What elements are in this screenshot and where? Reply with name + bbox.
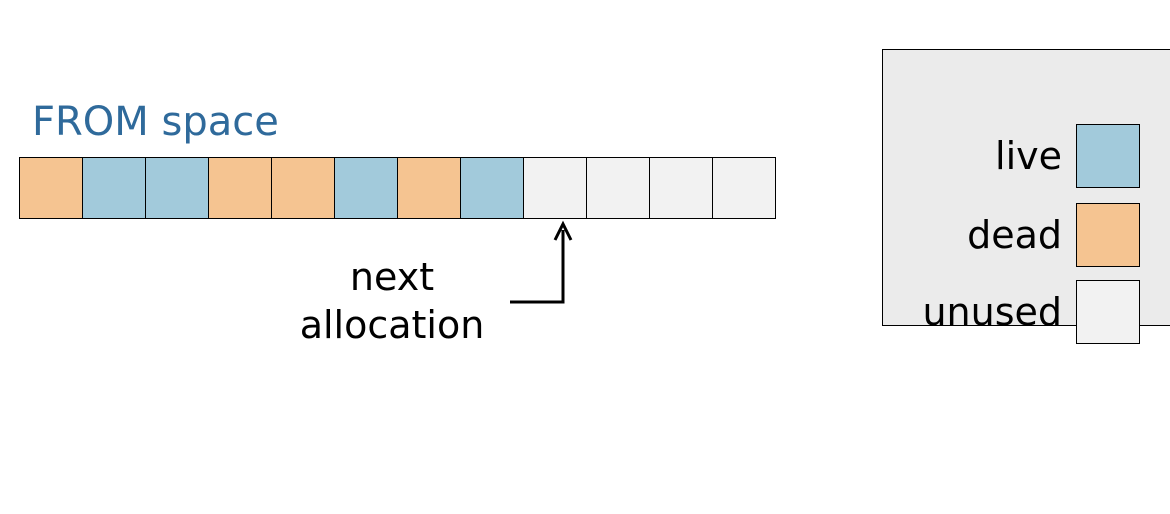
pointer-label-line1: next (349, 255, 435, 299)
legend-item-unused: unused (883, 280, 1140, 344)
from-space-title: FROM space (32, 99, 279, 145)
heap-cell-live (83, 157, 146, 219)
legend-label-unused: unused (922, 290, 1062, 334)
heap-cell-live (461, 157, 524, 219)
legend-item-live: live (883, 124, 1140, 188)
next-allocation-label: next allocation (292, 253, 492, 349)
legend-swatch-unused (1076, 280, 1140, 344)
heap-cell-dead (20, 157, 83, 219)
heap-cell-unused (713, 157, 776, 219)
heap-cell-dead (209, 157, 272, 219)
legend-box: live dead unused (882, 49, 1170, 344)
heap-cell-row (19, 157, 776, 219)
heap-cell-unused (524, 157, 587, 219)
heap-cell-dead (398, 157, 461, 219)
heap-cell-live (335, 157, 398, 219)
pointer-label-line2: allocation (299, 303, 485, 347)
heap-cell-unused (587, 157, 650, 219)
legend-swatch-live (1076, 124, 1140, 188)
heap-cell-live (146, 157, 209, 219)
legend-item-dead: dead (883, 203, 1140, 267)
legend-label-live: live (995, 134, 1062, 178)
heap-cell-dead (272, 157, 335, 219)
legend-swatch-dead (1076, 203, 1140, 267)
heap-cell-unused (650, 157, 713, 219)
legend-label-dead: dead (967, 213, 1062, 257)
